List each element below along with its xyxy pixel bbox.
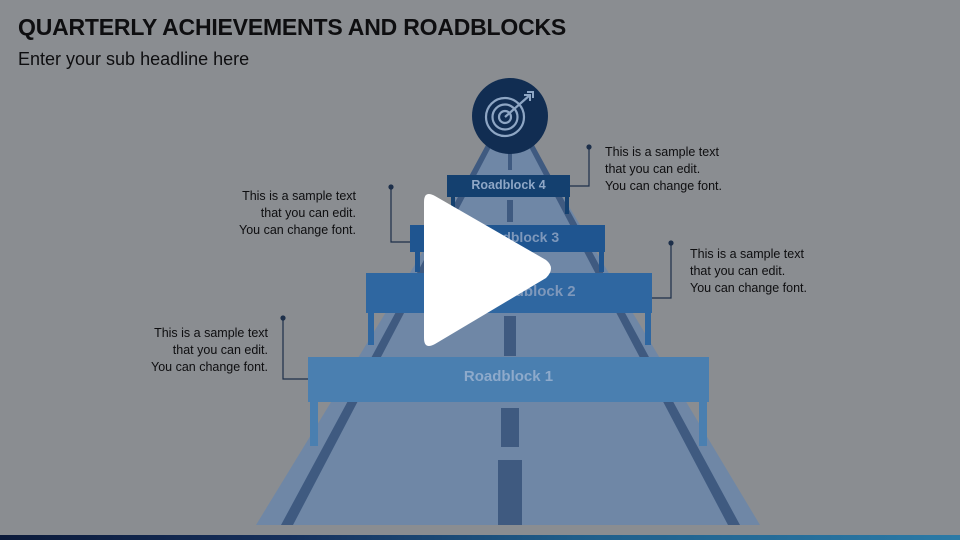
slide-subtitle: Enter your sub headline here: [18, 49, 250, 69]
note-line: that you can edit.: [172, 343, 268, 357]
note-line: You can change font.: [239, 223, 356, 237]
bottom-accent-bar: [0, 535, 960, 540]
note-line: This is a sample text: [605, 145, 719, 159]
note-line: You can change font.: [605, 179, 722, 193]
roadblock-4: [447, 175, 570, 214]
note-line: You can change font.: [151, 360, 268, 374]
note-line: You can change font.: [690, 281, 807, 295]
note-roadblock-2: This is a sample text that you can edit.…: [690, 246, 807, 297]
slide-title: QUARTERLY ACHIEVEMENTS AND ROADBLOCKS: [18, 14, 567, 40]
note-line: that you can edit.: [260, 206, 356, 220]
connector-lines: [282, 147, 672, 380]
play-icon[interactable]: [408, 188, 558, 353]
note-roadblock-1: This is a sample text that you can edit.…: [146, 325, 268, 376]
note-line: that you can edit.: [690, 264, 786, 278]
note-roadblock-4: This is a sample text that you can edit.…: [605, 144, 722, 195]
note-roadblock-3: This is a sample text that you can edit.…: [232, 188, 356, 239]
note-line: This is a sample text: [690, 247, 804, 261]
note-line: This is a sample text: [154, 326, 268, 340]
connector-dots: [280, 144, 674, 321]
note-line: that you can edit.: [605, 162, 701, 176]
roadblock-1: [308, 357, 709, 446]
note-line: This is a sample text: [242, 189, 356, 203]
target-icon: [472, 78, 548, 154]
roadblock-1-label: Roadblock 1: [463, 368, 554, 385]
roadblock-4-label: Roadblock 4: [471, 178, 546, 192]
